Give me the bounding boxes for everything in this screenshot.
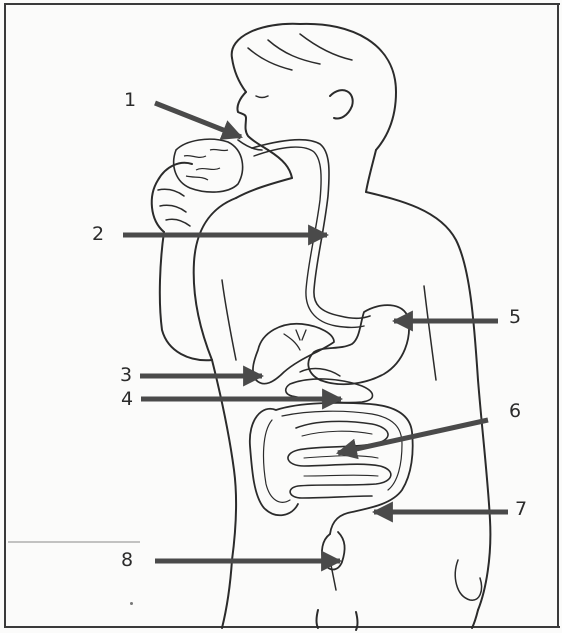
ear bbox=[330, 90, 353, 118]
callout-1: 1 bbox=[118, 91, 142, 110]
food-in-hand bbox=[174, 139, 243, 192]
hair-outline bbox=[232, 24, 396, 150]
crotch bbox=[317, 610, 358, 630]
digestive-tract bbox=[238, 140, 413, 590]
chin-neck bbox=[268, 150, 292, 178]
right-shoulder-arm bbox=[366, 192, 490, 610]
inner-arm-line bbox=[222, 280, 236, 360]
large-intestine-inner bbox=[264, 411, 402, 502]
callout-7: 7 bbox=[509, 500, 533, 519]
scan-speck bbox=[130, 602, 133, 605]
callout-6: 6 bbox=[503, 402, 527, 421]
gall-duct bbox=[284, 330, 306, 350]
eye bbox=[256, 96, 268, 98]
callout-3: 3 bbox=[114, 366, 138, 385]
callout-4: 4 bbox=[115, 390, 139, 409]
hand bbox=[152, 163, 192, 232]
liver bbox=[253, 324, 334, 384]
fingers bbox=[158, 189, 190, 226]
small-intestine bbox=[288, 421, 391, 498]
callout-5: 5 bbox=[503, 308, 527, 327]
arrow-1 bbox=[155, 103, 241, 137]
callout-8: 8 bbox=[115, 551, 139, 570]
back-neck bbox=[366, 150, 376, 192]
anus bbox=[330, 560, 336, 590]
esophagus-outer bbox=[252, 140, 370, 319]
upper-arm-outer bbox=[194, 198, 236, 360]
rectum bbox=[322, 532, 345, 570]
forehead-line bbox=[232, 58, 246, 92]
hair-inner-strands bbox=[248, 34, 352, 70]
right-inner-line bbox=[424, 286, 436, 380]
right-leg bbox=[472, 610, 478, 628]
front-chest bbox=[236, 178, 292, 198]
left-leg bbox=[222, 560, 232, 628]
body-outline bbox=[152, 24, 491, 630]
stomach bbox=[308, 305, 409, 384]
left-side-torso bbox=[212, 360, 236, 560]
pointer-arrows bbox=[123, 103, 508, 561]
face-profile bbox=[237, 92, 268, 150]
callout-2: 2 bbox=[86, 225, 110, 244]
right-hand bbox=[455, 560, 481, 600]
